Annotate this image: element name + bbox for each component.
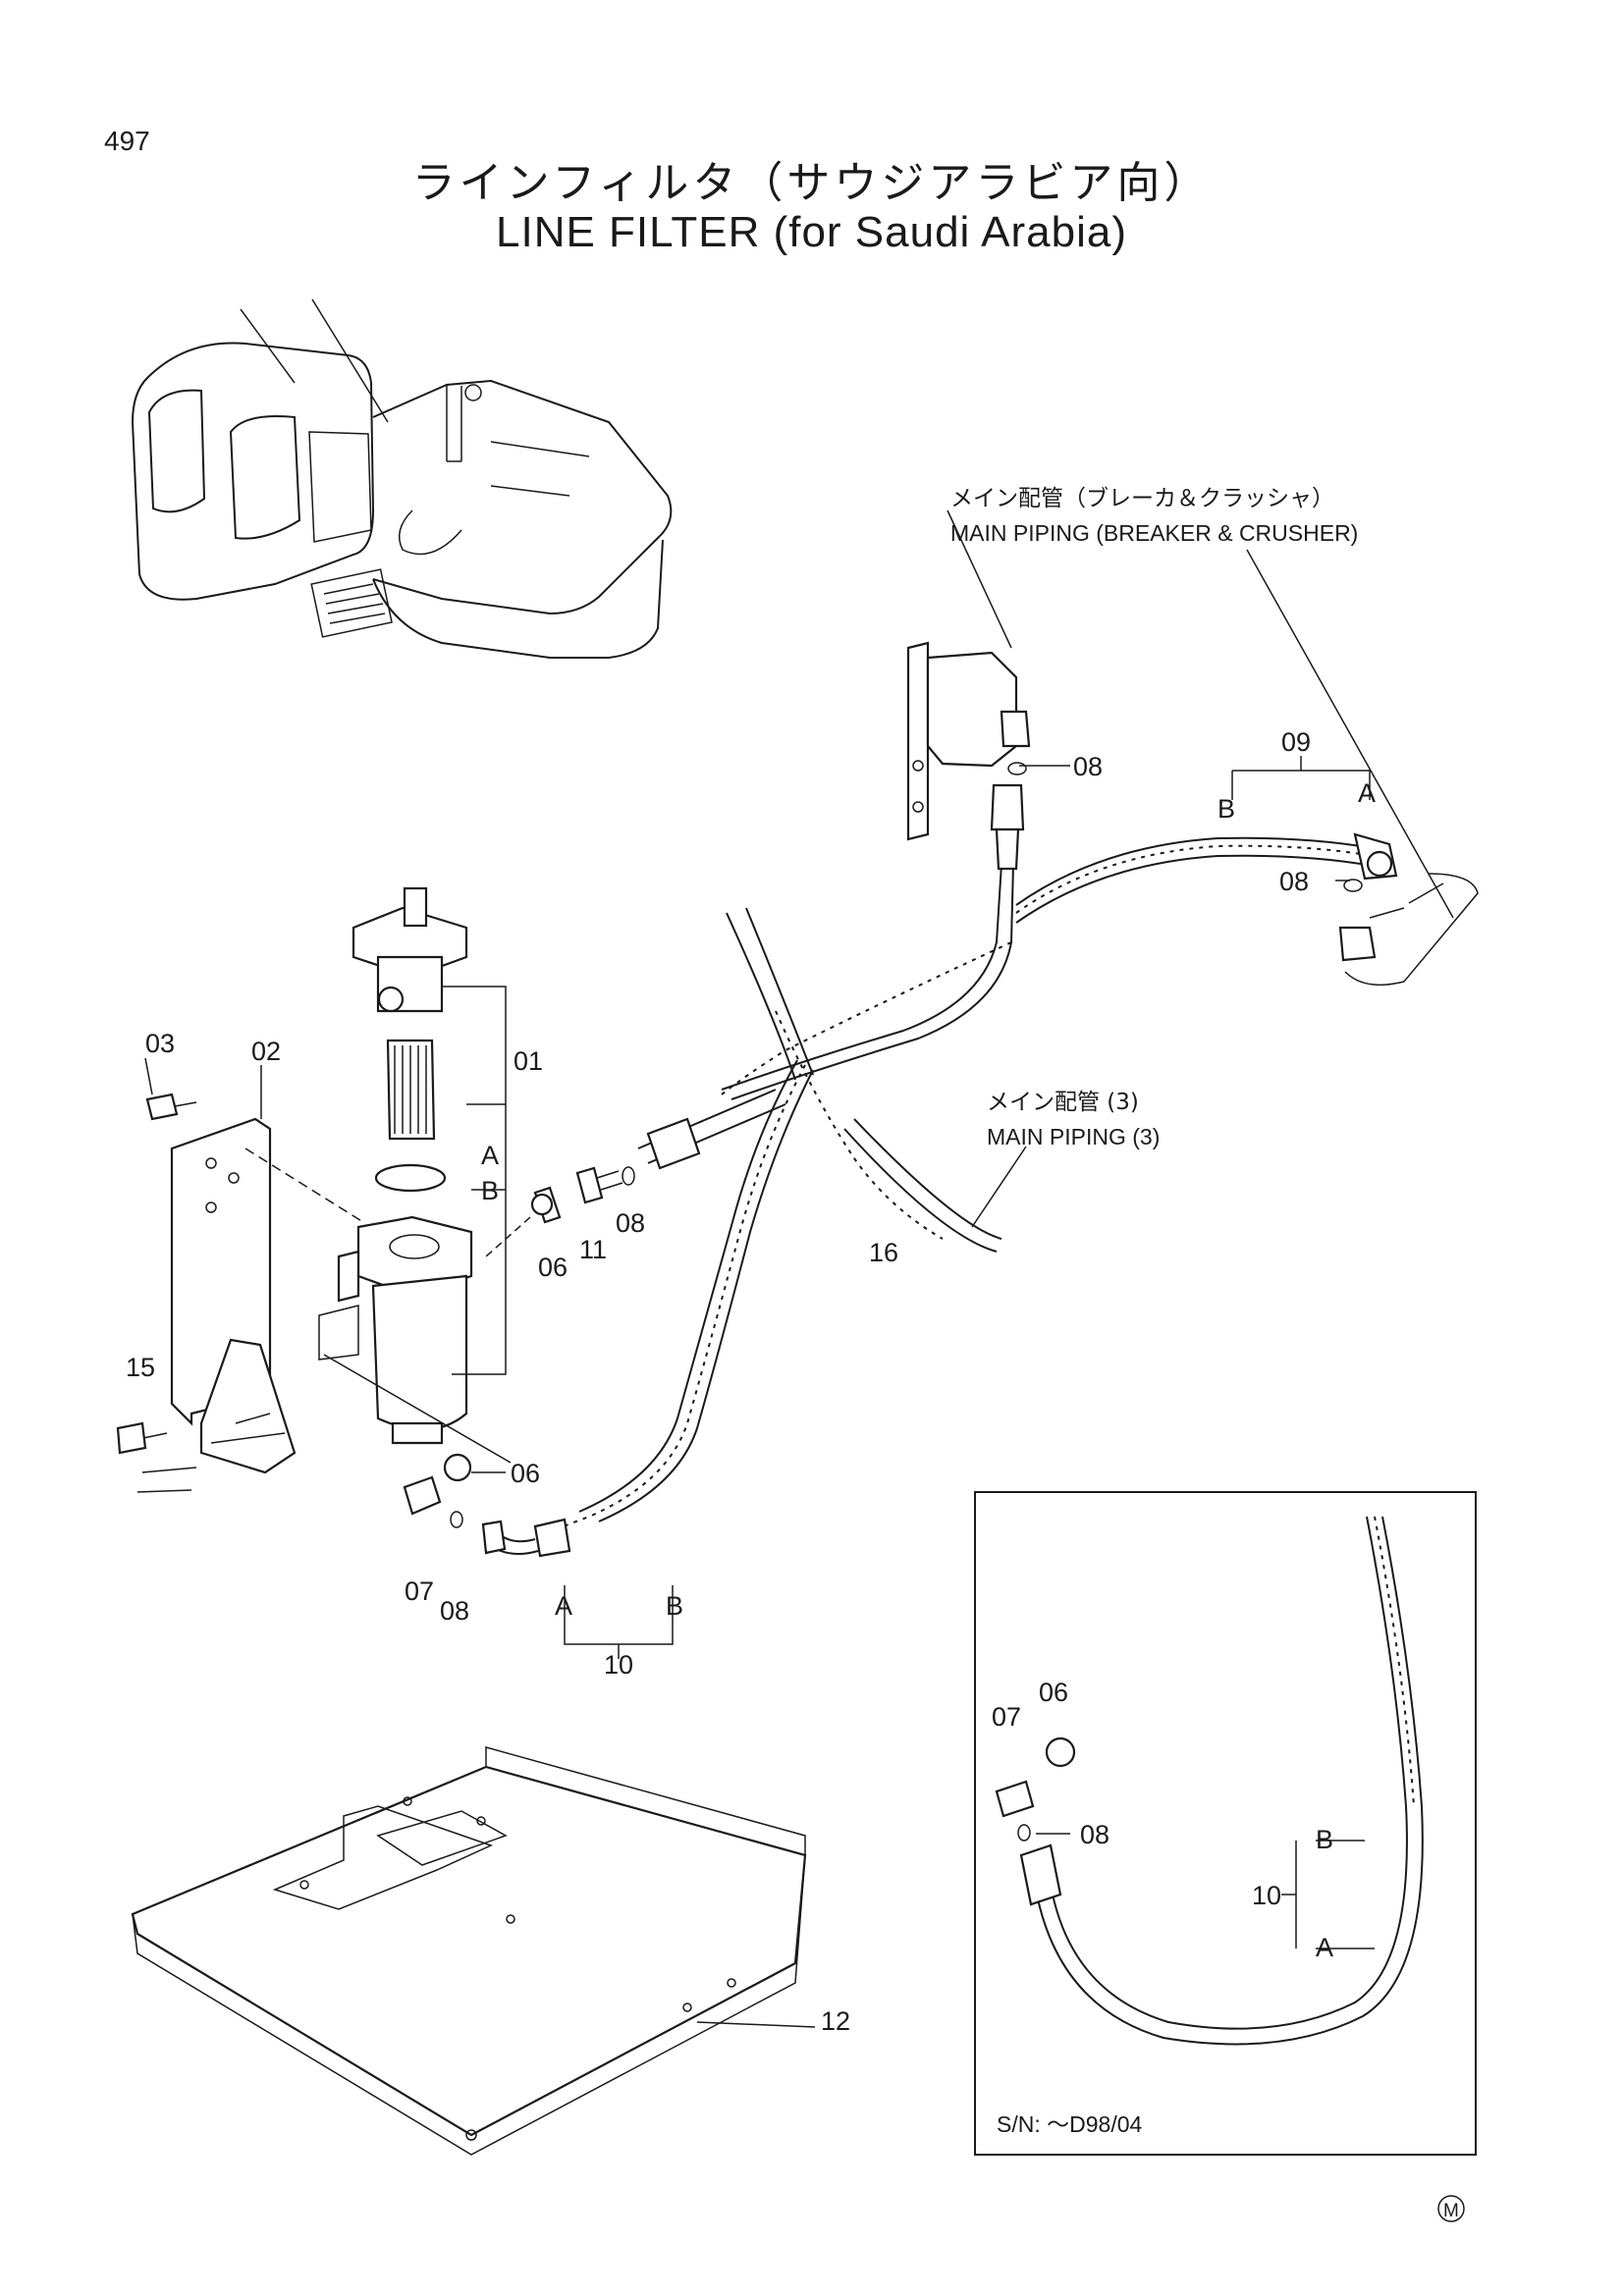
main-piping-3-illustration — [726, 907, 1027, 1253]
plate-12-illustration — [131, 1746, 816, 2156]
inset-detail-box — [974, 1491, 1477, 2156]
hose-10-illustration — [481, 1059, 814, 1558]
main-piping-3-label-jp: メイン配管 (3) — [987, 1090, 1139, 1115]
inset-part-label-10: 10 — [1252, 1881, 1281, 1910]
hose-09-illustration — [721, 783, 1479, 1100]
part-label-02: 02 — [251, 1037, 281, 1066]
line-filter-illustration — [318, 886, 507, 1445]
inset-serial-number: S/N: ～D98/04 — [997, 2111, 1142, 2137]
part-label-01: 01 — [514, 1046, 543, 1076]
part-label-12: 12 — [821, 2006, 850, 2036]
excavator-overview-illustration — [131, 298, 673, 659]
sub-label-b-10: B — [666, 1591, 683, 1621]
svg-text:M: M — [1443, 2201, 1459, 2221]
valve-block-illustration — [906, 641, 1031, 841]
part-label-08-upper: 08 — [1073, 752, 1103, 781]
part-label-09: 09 — [1281, 727, 1311, 757]
sub-label-a: A — [481, 1141, 499, 1170]
small-parts-illustration — [116, 1093, 635, 1528]
page-number: 497 — [104, 126, 150, 156]
inset-sub-label-b: B — [1316, 1825, 1333, 1854]
title-english: LINE FILTER (for Saudi Arabia) — [496, 208, 1127, 256]
sub-label-b-09: B — [1217, 794, 1235, 824]
sub-label-a-10: A — [555, 1591, 572, 1621]
part-label-08-lower: 08 — [440, 1596, 469, 1626]
bracket-02-illustration — [170, 1117, 364, 1474]
part-label-15: 15 — [126, 1353, 155, 1382]
inset-part-label-06: 06 — [1039, 1678, 1068, 1707]
inset-sub-label-a: A — [1316, 1933, 1333, 1962]
main-piping-3-callout: メイン配管 (3) MAIN PIPING (3) — [987, 1090, 1160, 1149]
inset-part-label-07: 07 — [992, 1702, 1021, 1732]
m-mark: M — [1437, 2195, 1465, 2222]
main-piping-breaker-label-jp: メイン配管（ブレーカ＆クラッシャ） — [950, 486, 1334, 511]
sub-label-a-09: A — [1358, 778, 1376, 808]
main-piping-breaker-label-en: MAIN PIPING (BREAKER & CRUSHER) — [950, 520, 1358, 546]
part-label-11: 11 — [579, 1235, 607, 1264]
part-number-labels: 01 A B 02 03 06 11 08 08 09 B A 08 16 15… — [126, 727, 1376, 2036]
main-piping-3-label-en: MAIN PIPING (3) — [987, 1124, 1160, 1149]
part-label-16: 16 — [869, 1238, 898, 1267]
part-label-08: 08 — [616, 1208, 645, 1238]
main-piping-breaker-callout: メイン配管（ブレーカ＆クラッシャ） MAIN PIPING (BREAKER &… — [947, 486, 1454, 919]
leader-lines — [144, 756, 1371, 1659]
part-label-08-right: 08 — [1279, 867, 1309, 896]
inset-part-label-08: 08 — [1080, 1820, 1109, 1849]
part-label-06-lower: 06 — [511, 1459, 540, 1488]
part-label-07: 07 — [405, 1576, 434, 1606]
part-label-03: 03 — [145, 1029, 175, 1058]
part-label-06: 06 — [538, 1253, 568, 1282]
sub-label-b: B — [481, 1176, 499, 1205]
title-japanese: ラインフィルタ（サウジアラビア向） — [411, 158, 1212, 208]
